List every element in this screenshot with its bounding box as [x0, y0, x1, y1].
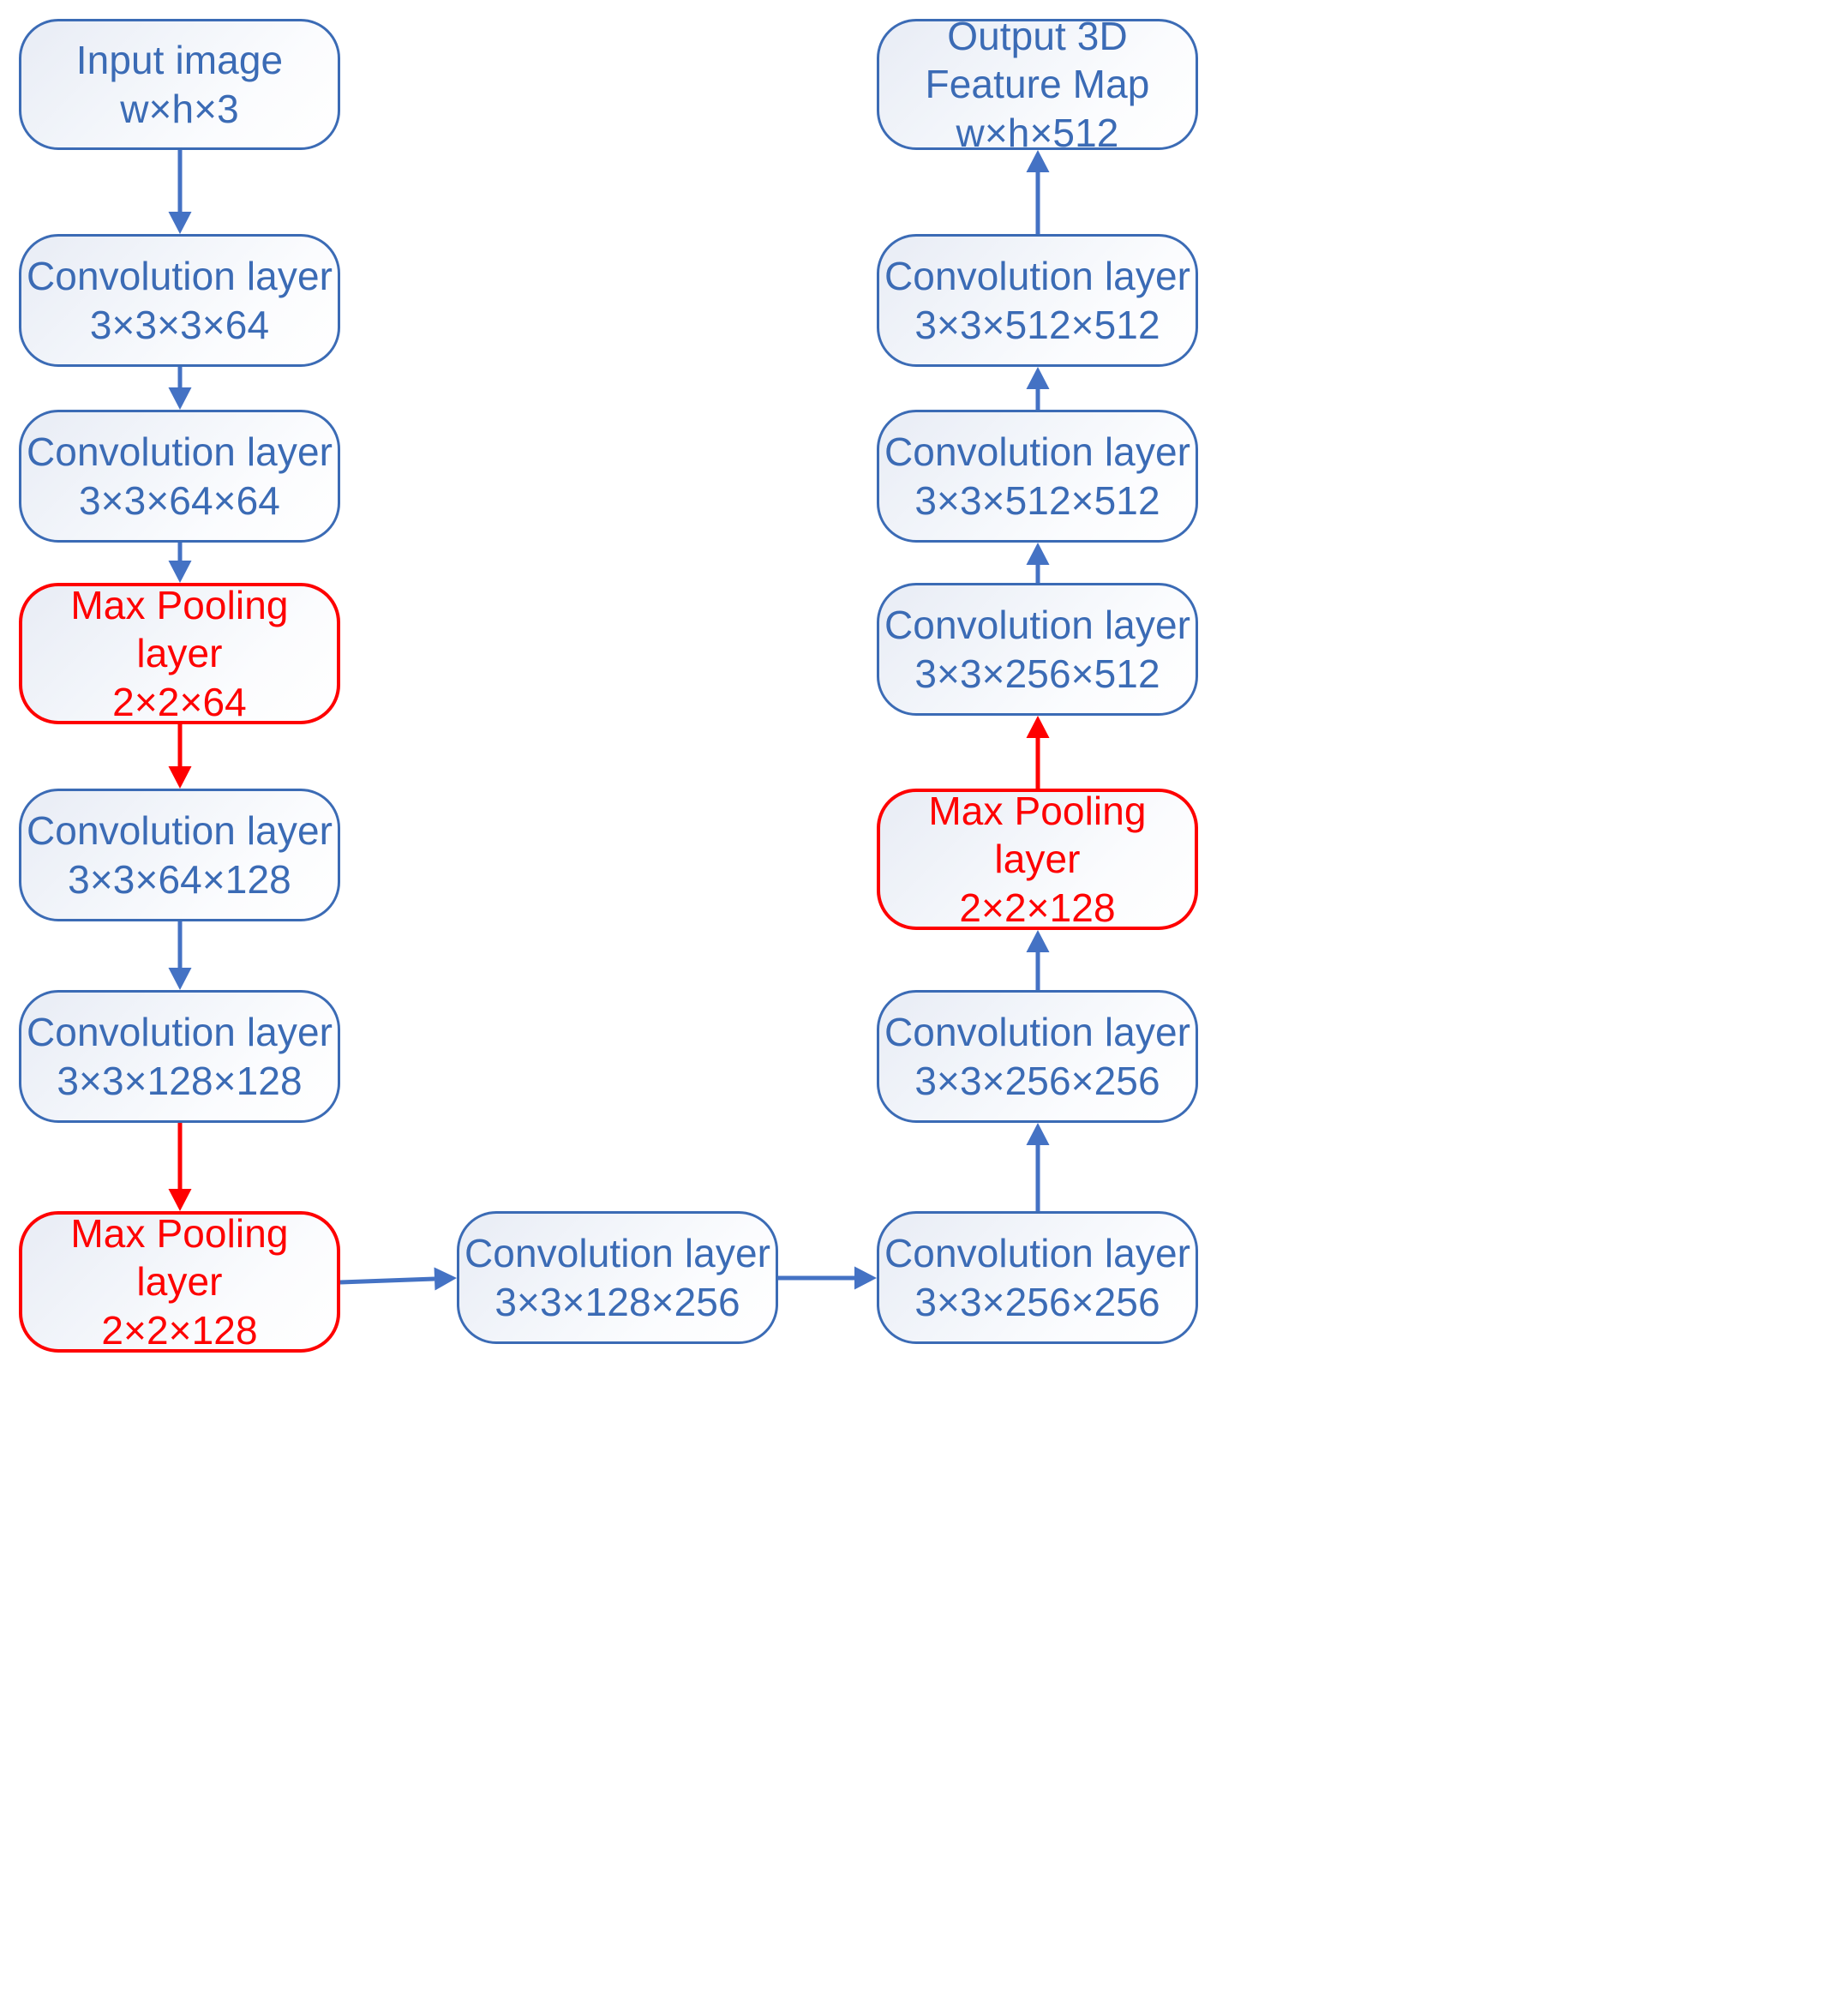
arrow-conv3-to-conv4 [154, 896, 206, 1016]
arrow-conv7-to-pool3 [1012, 904, 1064, 1016]
node-title: Input image [75, 38, 284, 83]
node-shape: 3×3×256×256 [914, 1058, 1160, 1103]
arrow-conv6-to-conv7 [1012, 1097, 1064, 1237]
node-shape: 3×3×64×128 [68, 856, 291, 902]
arrow-conv5-to-conv6 [752, 1252, 902, 1304]
node-shape: 3×3×512×512 [914, 477, 1160, 523]
arrow-pool2-to-conv5 [315, 1252, 482, 1308]
arrow-conv10-to-output [1012, 124, 1064, 260]
arrow-conv2-to-pool1 [154, 517, 206, 609]
node-title: Convolution layer [884, 254, 1191, 299]
node-title: Convolution layer [26, 254, 333, 299]
node-title: Max Pooling layer [70, 583, 289, 676]
node-title: Max Pooling layer [70, 1211, 289, 1305]
node-title: Convolution layer [884, 603, 1191, 648]
node-shape: 3×3×512×512 [914, 302, 1160, 347]
arrow-conv8-to-conv9 [1012, 517, 1064, 609]
node-shape: 3×3×256×256 [914, 1279, 1160, 1324]
node-shape: 3×3×128×128 [57, 1058, 303, 1103]
node-title: Convolution layer [884, 1231, 1191, 1276]
node-title: Max Pooling layer [928, 789, 1147, 882]
node-shape: 2×2×128 [959, 885, 1116, 930]
node-shape: 3×3×128×256 [494, 1279, 740, 1324]
arrow-conv4-to-pool2 [154, 1097, 206, 1237]
arrow-conv9-to-conv10 [1012, 341, 1064, 435]
node-title: Convolution layer [884, 429, 1191, 475]
node-shape: 3×3×256×512 [914, 651, 1160, 696]
node-shape: w×h×512 [956, 110, 1119, 155]
node-title: Convolution layer [884, 1010, 1191, 1055]
node-shape: 2×2×64 [112, 679, 247, 724]
arrow-pool3-to-conv8 [1012, 690, 1064, 814]
arrow-input-to-conv1 [154, 124, 206, 260]
node-shape: 2×2×128 [101, 1307, 258, 1353]
node-shape: w×h×3 [120, 86, 239, 131]
node-shape: 3×3×64×64 [79, 477, 280, 523]
node-title: Convolution layer [26, 1010, 333, 1055]
node-title: Convolution layer [26, 429, 333, 475]
arrow-conv1-to-conv2 [154, 341, 206, 435]
node-shape: 3×3×3×64 [89, 302, 270, 347]
node-title: Output 3D Feature Map [925, 14, 1150, 107]
arrow-pool1-to-conv3 [154, 699, 206, 814]
node-title: Convolution layer [26, 808, 333, 854]
node-title: Convolution layer [464, 1231, 771, 1276]
